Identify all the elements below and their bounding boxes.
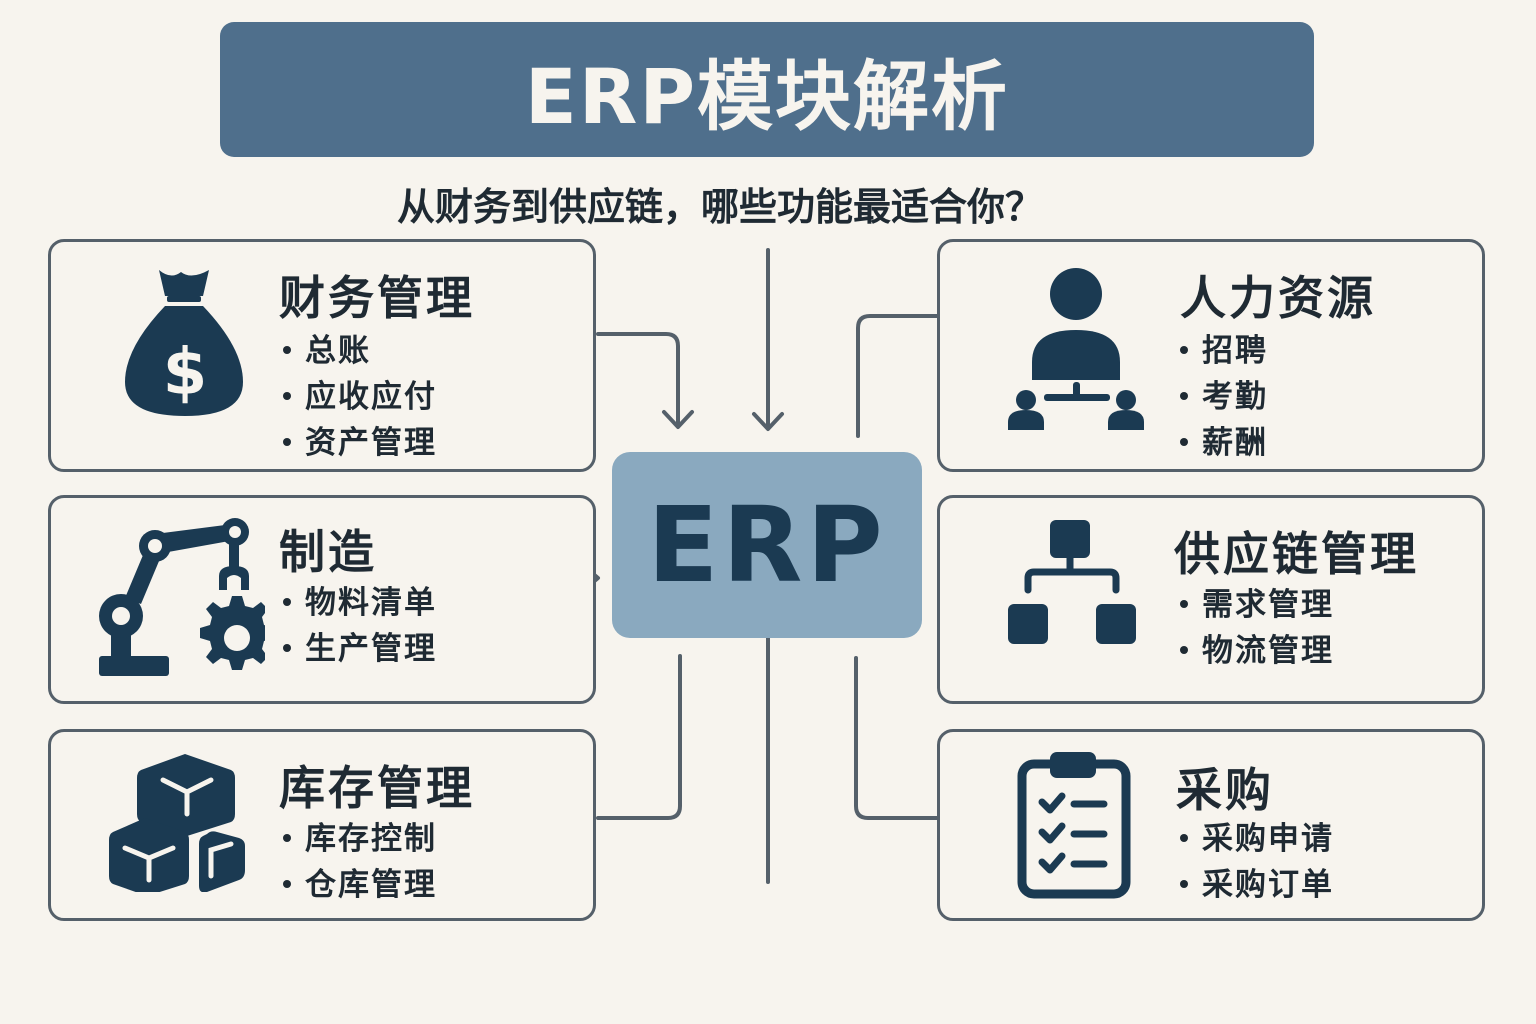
page-title: ERP模块解析 <box>524 51 1010 141</box>
erp-center-label: ERP <box>647 484 887 606</box>
module-feature-list: 采购申请 采购订单 <box>1174 816 1334 908</box>
module-feature-list: 需求管理 物流管理 <box>1174 582 1334 674</box>
feature-item: 考勤 <box>1174 374 1268 420</box>
module-card-supply-chain: 供应链管理 需求管理 物流管理 <box>937 495 1485 704</box>
feature-item: 物流管理 <box>1174 628 1334 674</box>
module-card-hr: 人力资源 招聘 考勤 薪酬 <box>937 239 1485 472</box>
feature-item: 需求管理 <box>1174 582 1334 628</box>
clipboard-checklist-icon <box>1016 750 1136 904</box>
module-card-procurement: 采购 采购申请 采购订单 <box>937 729 1485 921</box>
module-title: 人力资源 <box>1180 271 1376 325</box>
feature-item: 库存控制 <box>277 816 437 862</box>
feature-item: 采购申请 <box>1174 816 1334 862</box>
module-card-finance: $ 财务管理 总账 应收应付 资产管理 <box>48 239 596 472</box>
feature-item: 物料清单 <box>277 580 437 626</box>
feature-item: 资产管理 <box>277 420 437 466</box>
svg-text:$: $ <box>163 336 208 410</box>
module-card-manufacturing: 制造 物料清单 生产管理 <box>48 495 596 704</box>
org-people-icon <box>1006 266 1146 440</box>
feature-item: 薪酬 <box>1174 420 1268 466</box>
feature-item: 招聘 <box>1174 328 1268 374</box>
arrowhead-top <box>752 412 784 431</box>
feature-item: 仓库管理 <box>277 862 437 908</box>
money-bag-icon: $ <box>119 262 249 426</box>
module-card-inventory: 库存管理 库存控制 仓库管理 <box>48 729 596 921</box>
feature-item: 总账 <box>277 328 437 374</box>
arrowhead-finance <box>662 410 694 429</box>
module-title: 采购 <box>1176 763 1274 817</box>
module-title: 库存管理 <box>279 761 475 815</box>
feature-item: 应收应付 <box>277 374 437 420</box>
feature-item: 采购订单 <box>1174 862 1334 908</box>
connector-finance <box>596 332 680 428</box>
page-subtitle: 从财务到供应链，哪些功能最适合你？ <box>396 185 1043 229</box>
module-title: 供应链管理 <box>1174 527 1419 581</box>
title-banner: ERP模块解析 <box>220 22 1314 157</box>
module-feature-list: 物料清单 生产管理 <box>277 580 437 672</box>
connector-hr <box>856 314 940 438</box>
module-title: 财务管理 <box>279 271 475 325</box>
module-feature-list: 总账 应收应付 资产管理 <box>277 328 437 466</box>
boxes-icon <box>107 752 257 896</box>
module-feature-list: 库存控制 仓库管理 <box>277 816 437 908</box>
robot-arm-gear-icon <box>95 516 274 680</box>
connector-procurement <box>854 656 940 820</box>
feature-item: 生产管理 <box>277 626 437 672</box>
module-feature-list: 招聘 考勤 薪酬 <box>1174 328 1268 466</box>
module-title: 制造 <box>279 525 377 579</box>
hierarchy-icon <box>1006 518 1146 652</box>
connector-inventory <box>596 654 682 820</box>
erp-center-node: ERP <box>612 452 922 638</box>
